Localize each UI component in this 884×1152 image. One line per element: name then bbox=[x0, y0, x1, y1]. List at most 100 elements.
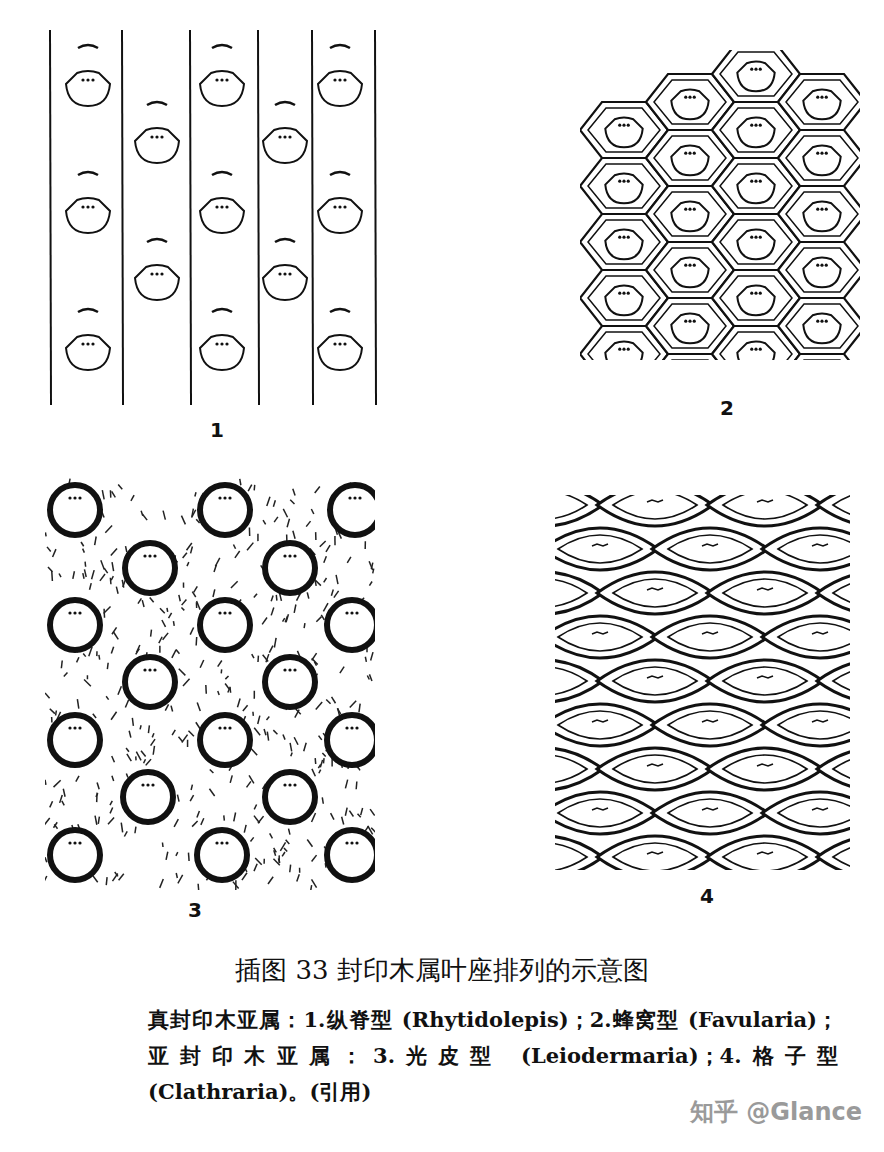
bark-streak bbox=[51, 571, 53, 581]
bark-streak bbox=[369, 581, 372, 585]
bark-streak bbox=[312, 658, 318, 664]
bark-streak bbox=[191, 546, 193, 553]
bark-streak bbox=[101, 560, 104, 569]
bark-streak bbox=[267, 497, 270, 506]
bark-streak bbox=[361, 808, 363, 815]
bark-streak bbox=[182, 599, 187, 605]
bark-streak bbox=[95, 537, 97, 546]
bark-streak bbox=[171, 706, 173, 712]
scar-dot bbox=[288, 668, 291, 671]
scar-dot bbox=[278, 135, 281, 138]
lattice-inner bbox=[668, 535, 752, 563]
leaf-cushion bbox=[200, 715, 250, 765]
hexagon-cell bbox=[778, 298, 866, 354]
bark-streak bbox=[263, 859, 265, 864]
clathraria-pattern bbox=[555, 495, 850, 870]
bark-streak bbox=[267, 732, 268, 741]
bark-streak bbox=[319, 736, 322, 740]
lattice-inner bbox=[555, 755, 587, 783]
leaf-cushion bbox=[803, 314, 840, 344]
bark-streak bbox=[225, 676, 228, 679]
bark-streak bbox=[331, 813, 334, 820]
lattice-inner bbox=[778, 535, 850, 563]
bark-streak bbox=[190, 627, 193, 634]
scar-dot bbox=[68, 726, 71, 729]
bark-streak bbox=[110, 578, 112, 585]
scar-dot bbox=[684, 376, 687, 379]
lattice-cushion bbox=[555, 704, 658, 746]
hexagon-inner bbox=[720, 220, 792, 264]
leaf-cushion bbox=[803, 146, 840, 176]
bark-streak bbox=[244, 825, 246, 833]
bark-streak bbox=[311, 509, 313, 514]
bark-streak bbox=[315, 486, 320, 493]
bark-streak bbox=[62, 801, 64, 805]
bark-streak bbox=[126, 546, 127, 552]
scar-dot bbox=[333, 342, 336, 345]
scar-dot bbox=[816, 264, 819, 267]
scar-dot bbox=[91, 205, 94, 208]
scar-mark bbox=[647, 588, 663, 590]
scar-dot bbox=[618, 236, 621, 239]
bark-streak bbox=[223, 815, 225, 820]
bark-streak bbox=[162, 843, 164, 847]
bark-streak bbox=[98, 817, 99, 824]
scar-dot bbox=[618, 180, 621, 183]
bark-streak bbox=[83, 653, 86, 656]
lattice-cushion bbox=[762, 792, 850, 834]
bark-streak bbox=[45, 693, 50, 698]
hexagon-inner bbox=[588, 164, 660, 208]
hexagon-cell bbox=[778, 74, 866, 130]
bark-streak bbox=[148, 725, 150, 733]
hexagon-cell bbox=[778, 354, 866, 410]
bark-streak bbox=[254, 594, 257, 598]
bark-streak bbox=[121, 823, 122, 833]
scar-dot bbox=[225, 78, 228, 81]
lattice-inner bbox=[555, 579, 587, 607]
scar-dot bbox=[358, 496, 361, 499]
leaf-cushion bbox=[671, 90, 708, 120]
bark-streak bbox=[370, 809, 375, 815]
bark-streak bbox=[297, 874, 300, 881]
lattice-inner bbox=[723, 495, 807, 519]
scar-dot bbox=[283, 668, 286, 671]
lattice-cushion bbox=[652, 792, 768, 834]
scar-dot bbox=[820, 264, 823, 267]
bark-streak bbox=[253, 485, 255, 491]
lattice-inner bbox=[778, 623, 850, 651]
bark-streak bbox=[210, 769, 214, 773]
bark-streak bbox=[165, 704, 168, 710]
scar-mark bbox=[592, 544, 608, 546]
scar-dot bbox=[288, 135, 291, 138]
hexagon-inner bbox=[786, 192, 858, 236]
scar-dot bbox=[355, 611, 358, 614]
bark-streak bbox=[252, 654, 254, 658]
bark-streak bbox=[283, 509, 287, 517]
leaf-cushion bbox=[50, 485, 100, 535]
bark-streak bbox=[127, 754, 131, 761]
scar-mark bbox=[812, 808, 828, 810]
bark-streak bbox=[195, 492, 196, 496]
scar-mark bbox=[702, 632, 718, 634]
leaf-cushion bbox=[671, 370, 708, 400]
lattice-inner bbox=[555, 495, 587, 519]
hexagon-inner bbox=[588, 332, 660, 376]
scar-dot bbox=[288, 783, 291, 786]
rib-line bbox=[312, 30, 313, 405]
scar-dot bbox=[618, 124, 621, 127]
bark-streak bbox=[286, 614, 288, 622]
bark-streak bbox=[282, 852, 285, 856]
bark-streak bbox=[98, 655, 100, 660]
bark-streak bbox=[105, 877, 107, 885]
scar-dot bbox=[350, 611, 353, 614]
bark-streak bbox=[87, 675, 89, 679]
scar-dot bbox=[684, 264, 687, 267]
bark-streak bbox=[337, 708, 340, 714]
bark-streak bbox=[349, 811, 353, 817]
bark-streak bbox=[319, 770, 321, 774]
bark-streak bbox=[118, 686, 121, 695]
leaf-cushion bbox=[737, 286, 774, 316]
bark-streak bbox=[45, 818, 50, 825]
bark-streak bbox=[129, 731, 131, 738]
leaf-cushion bbox=[803, 90, 840, 120]
